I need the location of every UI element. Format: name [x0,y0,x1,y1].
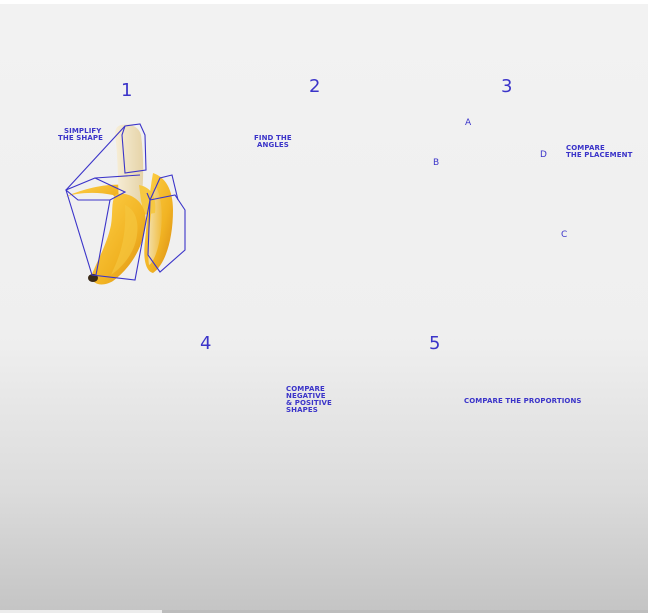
step-2-note-line-1: FIND THE [254,134,292,142]
step-4-note-line-3: & POSITIVE [286,399,332,407]
step-3-note-line-2: THE PLACEMENT [566,151,633,159]
step-5-note-line-1: COMPARE THE PROPORTIONS [464,397,582,405]
step-1-note-line-2: THE SHAPE [58,134,103,142]
step-number-2: 2 [309,76,321,97]
step-4-note-line-2: NEGATIVE [286,392,326,400]
measure-letter-a: A [465,118,472,128]
step-4-note: COMPARE NEGATIVE & POSITIVE SHAPES [286,386,332,414]
step-2-note-line-2: ANGLES [257,141,289,149]
measure-letter-b: B [433,158,440,168]
step-1-note: SIMPLIFY THE SHAPE [58,128,103,142]
step-2-note: FIND THE ANGLES [254,135,292,149]
step-3-note-line-1: COMPARE [566,144,605,152]
step-4-note-line-1: COMPARE [286,385,325,393]
step-5-note: COMPARE THE PROPORTIONS [464,398,582,405]
step-1-note-line-1: SIMPLIFY [64,127,102,135]
top-strip [0,0,648,4]
measure-letter-c: C [561,230,568,240]
step-3-note: COMPARE THE PLACEMENT [566,145,632,159]
step-number-1: 1 [121,80,133,101]
measure-letter-d: D [540,150,547,160]
video-progress-fill [0,610,162,613]
step-1-illustration [64,123,186,285]
step-4-note-line-4: SHAPES [286,406,318,414]
step-number-3: 3 [501,76,513,97]
step-number-4: 4 [200,333,212,354]
step-number-5: 5 [429,333,441,354]
video-progress-bar[interactable] [0,610,648,613]
